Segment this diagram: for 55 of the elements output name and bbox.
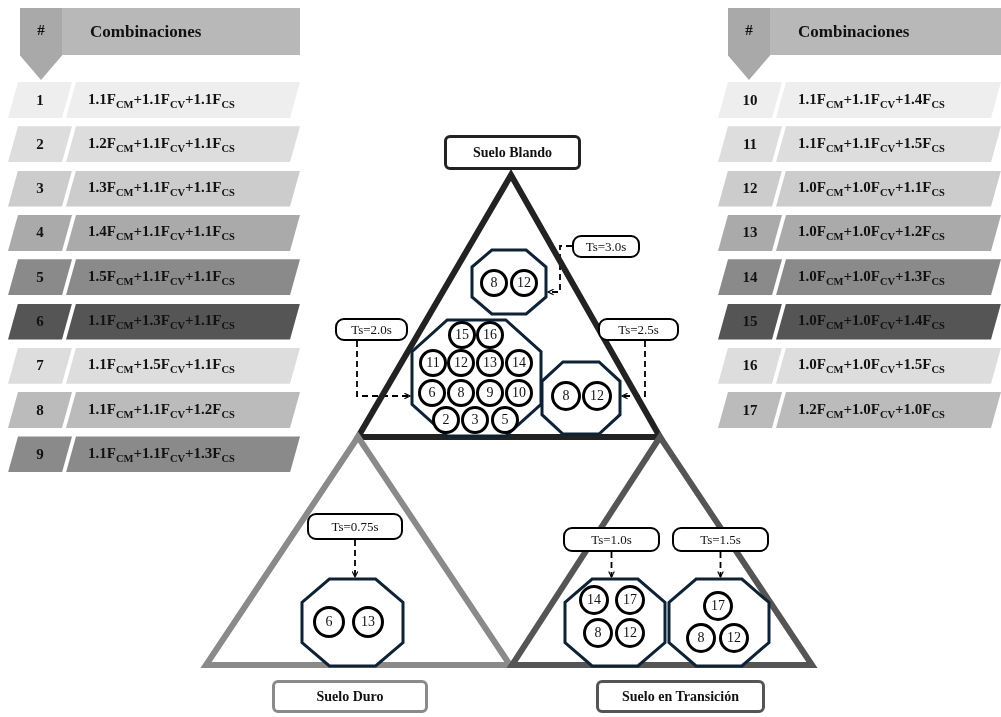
formula-cell: 1.2F$_{CM}$+1.0F$_{CV}$+1.0F$_{CS}$	[776, 392, 1001, 429]
period-label-box: Ts=0.75s	[307, 513, 403, 540]
soil-type-label: Suelo Duro	[272, 680, 428, 713]
header-cell: #	[728, 8, 770, 80]
formula-cell: 1.2F$_{CM}$+1.1F$_{CV}$+1.1F$_{CS}$	[66, 126, 300, 163]
row-number-cell: 13	[718, 214, 782, 251]
soil-type-label: Suelo en Transición	[596, 680, 765, 713]
row-number-cell: 15	[718, 303, 782, 340]
period-label-box: Ts=2.5s	[598, 318, 679, 341]
row-number-cell: 2	[8, 126, 72, 163]
header-cell: Combinaciones	[770, 8, 1001, 55]
formula-cell: 1.1F$_{CM}$+1.1F$_{CV}$+1.2F$_{CS}$	[66, 392, 300, 429]
row-number-cell: 17	[718, 392, 782, 429]
period-label-box: Ts=1.5s	[672, 527, 769, 552]
formula-cell: 1.5F$_{CM}$+1.1F$_{CV}$+1.1F$_{CS}$	[66, 259, 300, 296]
dashed-arrow	[351, 539, 359, 578]
soil-type-label: Suelo Blando	[444, 135, 581, 170]
dashed-arrow	[621, 340, 646, 400]
dashed-arrow	[608, 551, 615, 578]
row-number-cell: 7	[8, 347, 72, 384]
row-number-cell: 14	[718, 259, 782, 296]
row-number-cell: 9	[8, 436, 72, 473]
period-label-box: Ts=1.0s	[563, 527, 660, 552]
formula-cell: 1.1F$_{CM}$+1.3F$_{CV}$+1.1F$_{CS}$	[66, 303, 300, 340]
header-cell: Combinaciones	[62, 8, 300, 55]
row-number-cell: 4	[8, 214, 72, 251]
row-number-cell: 3	[8, 170, 72, 207]
row-number-cell: 11	[718, 126, 782, 163]
formula-cell: 1.4F$_{CM}$+1.1F$_{CV}$+1.1F$_{CS}$	[66, 214, 300, 251]
row-number-cell: 10	[718, 82, 782, 118]
period-label-box: Ts=3.0s	[572, 235, 640, 258]
formula-cell: 1.0F$_{CM}$+1.0F$_{CV}$+1.4F$_{CS}$	[776, 303, 1001, 340]
formula-cell: 1.3F$_{CM}$+1.1F$_{CV}$+1.1F$_{CS}$	[66, 170, 300, 207]
formula-cell: 1.1F$_{CM}$+1.1F$_{CV}$+1.5F$_{CS}$	[776, 126, 1001, 163]
formula-cell: 1.0F$_{CM}$+1.0F$_{CV}$+1.1F$_{CS}$	[776, 170, 1001, 207]
row-number-cell: 12	[718, 170, 782, 207]
header-cell: #	[20, 8, 62, 80]
row-number-cell: 6	[8, 303, 72, 340]
row-number-cell: 1	[8, 82, 72, 118]
formula-cell: 1.0F$_{CM}$+1.0F$_{CV}$+1.5F$_{CS}$	[776, 347, 1001, 384]
dashed-arrow	[717, 551, 724, 578]
formula-cell: 1.1F$_{CM}$+1.1F$_{CV}$+1.3F$_{CS}$	[66, 436, 300, 473]
formula-cell: 1.1F$_{CM}$+1.1F$_{CV}$+1.1F$_{CS}$	[66, 82, 300, 118]
row-number-cell: 8	[8, 392, 72, 429]
row-number-cell: 16	[718, 347, 782, 384]
formula-cell: 1.1F$_{CM}$+1.1F$_{CV}$+1.4F$_{CS}$	[776, 82, 1001, 118]
combination-circle: 2	[432, 406, 460, 434]
dashed-arrow	[547, 245, 573, 296]
dashed-arrow	[356, 340, 411, 400]
combination-circle: 5	[491, 406, 519, 434]
formula-cell: 1.0F$_{CM}$+1.0F$_{CV}$+1.3F$_{CS}$	[776, 259, 1001, 296]
period-label-box: Ts=2.0s	[335, 318, 408, 341]
formula-cell: 1.1F$_{CM}$+1.5F$_{CV}$+1.1F$_{CS}$	[66, 347, 300, 384]
formula-cell: 1.0F$_{CM}$+1.0F$_{CV}$+1.2F$_{CS}$	[776, 214, 1001, 251]
row-number-cell: 5	[8, 259, 72, 296]
